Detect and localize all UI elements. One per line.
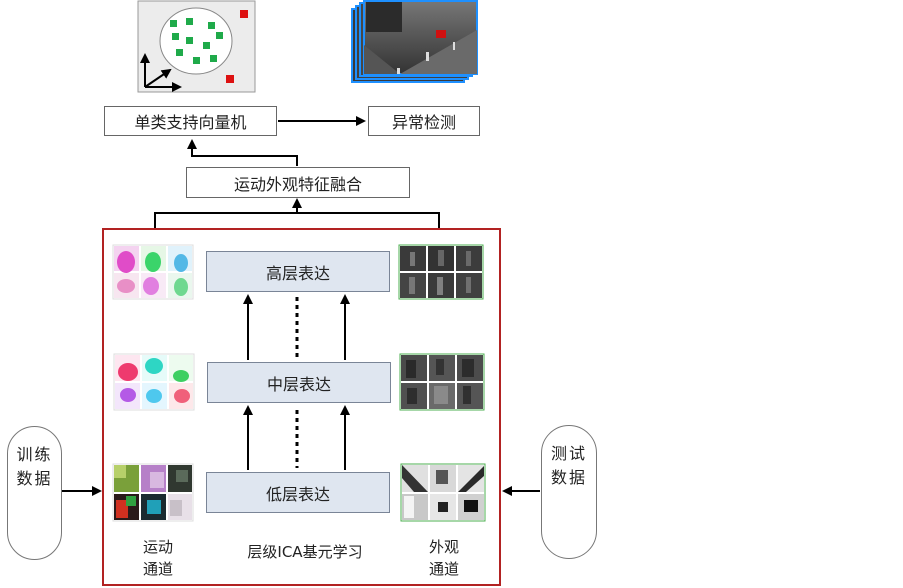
- feature-fusion-box: 运动外观特征融合: [186, 167, 410, 198]
- low-level-label: 低层表达: [265, 484, 330, 504]
- training-data-label: 训练数据: [16, 445, 53, 488]
- mid-level-label: 中层表达: [266, 374, 331, 394]
- hierarchical-ica-caption: 层级ICA基元学习: [247, 543, 363, 561]
- test-data-label: 测试数据: [551, 444, 588, 487]
- appearance-features-low: [400, 463, 486, 522]
- motion-channel-label: 运动 通道: [142, 538, 173, 578]
- feature-fusion-label: 运动外观特征融合: [233, 174, 362, 194]
- one-class-svm-label: 单类支持向量机: [134, 113, 247, 132]
- anomaly-detection-label: 异常检测: [391, 113, 456, 132]
- appearance-features-mid: [399, 353, 485, 411]
- motion-features-mid: [113, 353, 195, 411]
- learning-frame: [102, 228, 501, 586]
- appearance-channel-label: 外观 通道: [428, 538, 459, 578]
- high-level-label: 高层表达: [265, 263, 330, 283]
- test-data-node: 测试数据: [541, 425, 597, 559]
- svm-illustration: [137, 0, 256, 93]
- motion-features-high: [112, 244, 194, 300]
- layer-arrows: [243, 294, 350, 470]
- anomaly-detection-box: 异常检测: [368, 106, 480, 136]
- high-level-representation-box: 高层表达: [206, 251, 390, 292]
- mid-level-representation-box: 中层表达: [207, 362, 391, 403]
- one-class-svm-box: 单类支持向量机: [104, 106, 277, 136]
- video-frames-illustration: [351, 0, 478, 83]
- low-level-representation-box: 低层表达: [206, 472, 390, 513]
- motion-features-low: [112, 463, 194, 522]
- flow-arrows: [62, 116, 540, 496]
- appearance-features-high: [398, 244, 484, 300]
- training-data-node: 训练数据: [7, 426, 62, 560]
